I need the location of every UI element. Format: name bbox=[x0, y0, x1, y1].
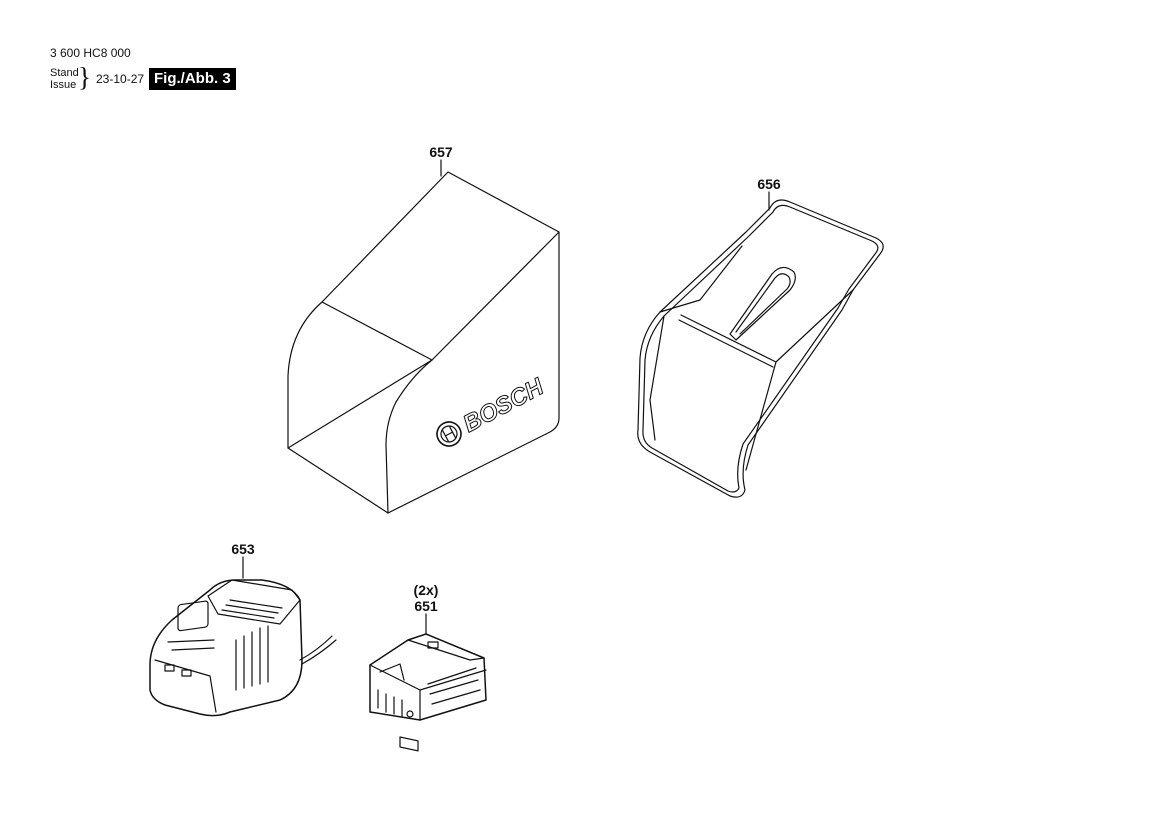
cover-front-curve bbox=[385, 359, 433, 514]
issue-label: Issue bbox=[50, 79, 77, 91]
frame-outer-wire bbox=[637, 199, 884, 498]
cover-top-edge bbox=[321, 301, 433, 361]
cover-side-edge bbox=[431, 231, 560, 361]
frame-handle-loop bbox=[729, 266, 796, 341]
part-653-charger: 653 bbox=[149, 541, 337, 717]
charger-contacts bbox=[177, 600, 209, 632]
callout-651: 651 bbox=[414, 598, 438, 614]
cover-outline bbox=[287, 171, 560, 514]
part-656-frame: 656 bbox=[637, 176, 884, 498]
charger-body bbox=[149, 579, 303, 717]
stand-label: Stand bbox=[50, 67, 79, 79]
frame-inner-wire bbox=[642, 204, 879, 493]
part-657-cover: 657 BOSCH bbox=[287, 144, 560, 514]
callout-651-quantity: (2x) bbox=[414, 582, 439, 598]
charger-led-icon bbox=[164, 664, 175, 672]
part-number: 3 600 HC8 000 bbox=[50, 46, 131, 60]
brace-glyph: } bbox=[78, 62, 91, 92]
battery-latch bbox=[399, 736, 419, 752]
charger-led-icon-2 bbox=[181, 669, 192, 677]
stand-issue-block: Stand Issue } 23-10-27 Fig./Abb. 3 bbox=[50, 62, 310, 92]
charger-top-face bbox=[207, 579, 301, 625]
cover-diagonal bbox=[287, 359, 433, 449]
callout-653: 653 bbox=[231, 541, 255, 557]
figure-badge: Fig./Abb. 3 bbox=[149, 68, 236, 90]
callout-656: 656 bbox=[757, 176, 781, 192]
battery-screw-icon bbox=[406, 710, 414, 718]
battery-gauge-icon bbox=[427, 641, 439, 649]
callout-657: 657 bbox=[429, 144, 453, 160]
bosch-logo-ring-icon bbox=[436, 421, 462, 447]
issue-date: 23-10-27 bbox=[96, 72, 145, 86]
part-651-battery: (2x) 651 bbox=[369, 582, 487, 752]
charger-cable bbox=[299, 635, 333, 661]
